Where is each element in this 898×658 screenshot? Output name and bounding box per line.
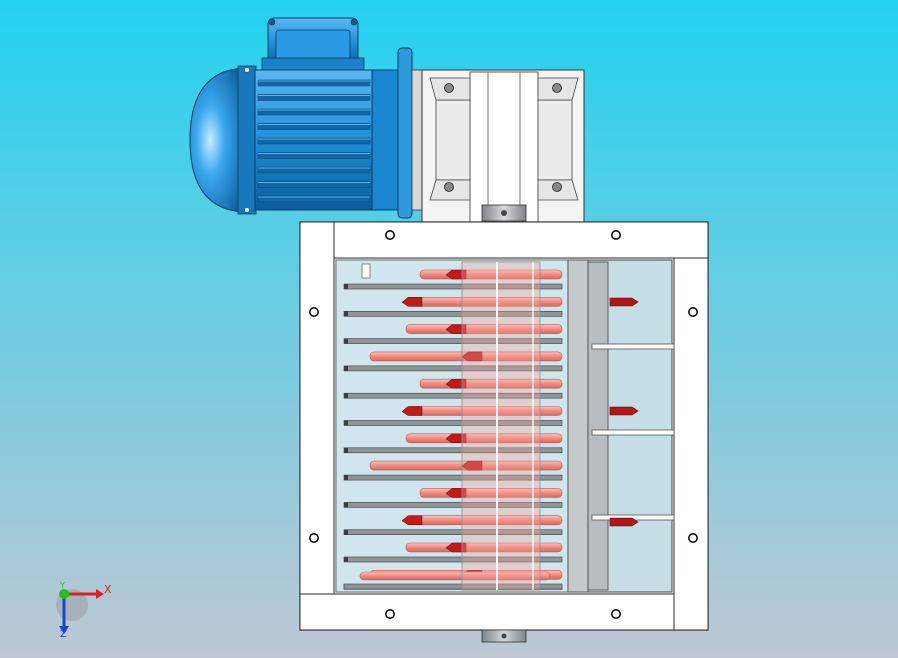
gearbox-bolt — [444, 83, 454, 93]
worm-gearbox[interactable] — [421, 69, 585, 223]
rotary-blade — [405, 542, 563, 553]
blade-hook-tip — [445, 433, 467, 444]
blade-hook-tip — [445, 269, 467, 280]
coordinate-triad: X Y Z — [56, 581, 112, 640]
frame-bolts — [308, 230, 698, 619]
rotary-blade — [405, 324, 563, 334]
cooling-fin — [257, 123, 371, 130]
blade-hook-tip — [445, 324, 467, 334]
cooling-fin — [257, 195, 371, 203]
fan-cover-dome — [189, 67, 249, 213]
terminal-box — [261, 17, 365, 71]
rotor-shaft — [461, 261, 541, 591]
gearbox-bolt — [552, 182, 562, 192]
blade-hook-tip — [461, 351, 483, 362]
z-axis-label: Z — [60, 629, 67, 640]
x-axis-label: X — [104, 583, 112, 596]
blade-hook-tip — [445, 378, 467, 389]
rotor-blade-stack[interactable] — [343, 262, 563, 590]
cooling-fin — [257, 79, 371, 87]
cooling-fin — [257, 94, 371, 101]
blade-hook-tip — [401, 406, 423, 416]
guide-rods — [591, 343, 675, 521]
blade-hook-tip — [445, 542, 467, 553]
gearbox-bolt — [444, 182, 454, 192]
cooling-fin — [257, 152, 371, 159]
rotor-hub — [462, 262, 540, 590]
cooling-fin — [257, 166, 371, 174]
rotary-blade — [359, 571, 551, 581]
cooling-fin — [257, 137, 371, 145]
gearbox-bolt — [552, 83, 562, 93]
motor-cooling-fins — [257, 79, 371, 203]
cooling-fin — [257, 108, 371, 116]
blade-hook-tip — [445, 488, 467, 498]
electric-motor[interactable] — [189, 17, 425, 219]
y-axis-label: Y — [59, 581, 65, 590]
fixed-cutter-teeth — [609, 297, 639, 527]
y-axis-dot — [59, 589, 69, 599]
blade-hook-tip — [401, 515, 423, 525]
rotary-blade — [405, 433, 563, 444]
blade-hook-tip — [461, 460, 483, 471]
cooling-fin — [257, 181, 371, 188]
blade-hook-tip — [401, 297, 423, 307]
spacer-plate — [343, 583, 563, 590]
